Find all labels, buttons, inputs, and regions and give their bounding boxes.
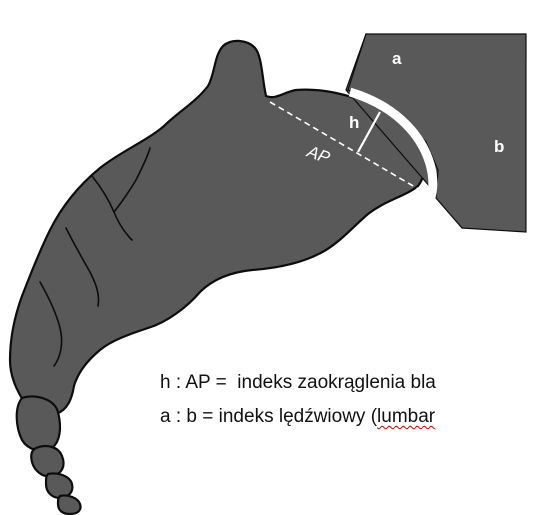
formula-rounding-index: h : AP = indeks zaokrąglenia bla [160, 372, 436, 394]
misspelled-word: lumbar [377, 406, 435, 427]
coccyx-segment-2 [31, 446, 63, 476]
label-b: b [494, 137, 504, 156]
coccyx-segment-1 [17, 397, 60, 451]
formula-lhs: h : AP = [160, 372, 227, 393]
formula-rhs: indeks lędźwiowy ( [219, 406, 377, 427]
formula-lumbar-index: a : b = indeks lędźwiowy (lumbar [160, 406, 435, 428]
formula-rhs: indeks zaokrąglenia bla [237, 372, 436, 393]
formula-lhs: a : b = [160, 406, 213, 427]
label-a: a [392, 49, 402, 68]
coccyx-segment-4 [58, 495, 81, 514]
label-h: h [349, 113, 359, 132]
coccyx-segment-3 [46, 473, 72, 498]
